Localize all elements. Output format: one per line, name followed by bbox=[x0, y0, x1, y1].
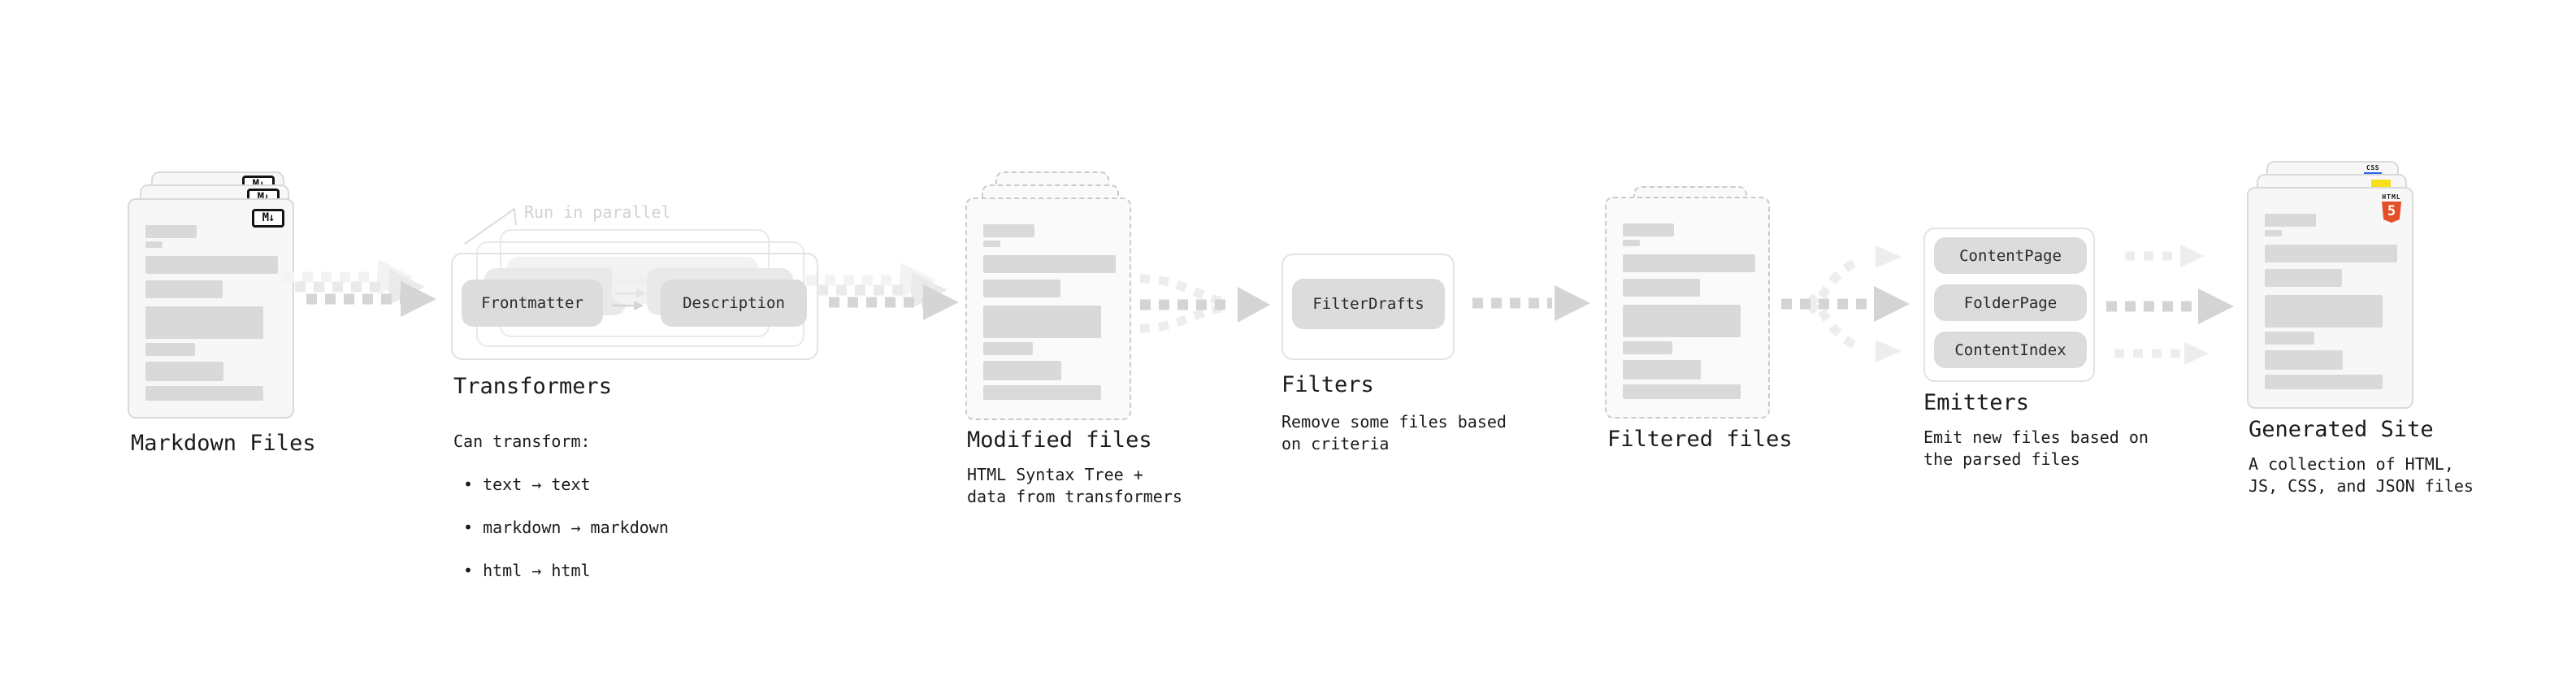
css-badge-icon: CSS bbox=[2363, 165, 2383, 175]
filtered-file-front bbox=[1605, 197, 1770, 419]
generated-file-front: HTML 5 bbox=[2247, 187, 2413, 409]
skeleton-text-bar bbox=[983, 280, 1060, 297]
arrow-emitters-to-generated bbox=[2106, 245, 2234, 365]
skeleton-text-bar bbox=[983, 224, 1034, 237]
html5-logo-icon: HTML 5 bbox=[2380, 193, 2403, 223]
skeleton-text-bar bbox=[2265, 214, 2316, 227]
skeleton-text-bar bbox=[2265, 230, 2282, 236]
skeleton-text-bar bbox=[2265, 350, 2343, 370]
skeleton-text-bar bbox=[2265, 245, 2397, 262]
skeleton-text-bar bbox=[145, 280, 223, 298]
skeleton-text-bar bbox=[983, 306, 1101, 338]
transformers-desc-heading: Can transform: bbox=[453, 431, 591, 451]
html5-logo-label: HTML bbox=[2382, 193, 2401, 201]
modified-file-front bbox=[965, 197, 1131, 420]
transformer-parallel-arrows bbox=[612, 276, 648, 310]
skeleton-text-bar bbox=[1623, 384, 1741, 399]
skeleton-text-bar bbox=[983, 361, 1061, 380]
filtered-files-title: Filtered files bbox=[1607, 427, 1793, 452]
transformer-layer-front bbox=[451, 253, 818, 360]
arrow-markdown-to-transformers bbox=[284, 259, 436, 317]
transformers-bullet: • markdown → markdown bbox=[463, 517, 669, 537]
markdown-icon: M↓ bbox=[252, 209, 284, 228]
skeleton-text-bar bbox=[145, 306, 263, 339]
transformers-title: Transformers bbox=[453, 374, 613, 399]
skeleton-text-bar bbox=[2265, 295, 2383, 327]
skeleton-text-bar bbox=[145, 386, 263, 401]
modified-files-description: HTML Syntax Tree + data from transformer… bbox=[967, 465, 1182, 506]
transformers-description: Can transform: • text → text • markdown … bbox=[453, 409, 669, 603]
arrow-filters-to-filtered bbox=[1472, 285, 1590, 321]
skeleton-text-bar bbox=[983, 255, 1116, 273]
generated-site-description: A collection of HTML, JS, CSS, and JSON … bbox=[2249, 454, 2474, 496]
skeleton-text-bar bbox=[1623, 240, 1640, 246]
css-badge-underline bbox=[2364, 172, 2382, 175]
skeleton-text-bar bbox=[145, 256, 278, 274]
contentpage-pill: ContentPage bbox=[1934, 237, 2087, 274]
description-pill: Description bbox=[661, 280, 807, 327]
skeleton-text-bar bbox=[145, 343, 195, 356]
skeleton-text-bar bbox=[1623, 279, 1700, 297]
transformers-bullet: • text → text bbox=[463, 474, 591, 494]
skeleton-text-bar bbox=[983, 342, 1033, 355]
emitters-title: Emitters bbox=[1923, 390, 2030, 415]
skeleton-text-bar bbox=[1623, 223, 1674, 236]
skeleton-text-bar bbox=[145, 241, 163, 248]
folderpage-pill: FolderPage bbox=[1934, 284, 2087, 321]
run-in-parallel-annotation: Run in parallel bbox=[524, 202, 671, 222]
frontmatter-pill: Frontmatter bbox=[462, 280, 603, 327]
arrow-transformers-to-modified bbox=[806, 262, 959, 320]
filters-description: Remove some files based on criteria bbox=[1281, 412, 1507, 453]
filters-title: Filters bbox=[1281, 372, 1374, 397]
skeleton-text-bar bbox=[1623, 254, 1755, 272]
generated-site-title: Generated Site bbox=[2249, 417, 2434, 442]
filterdrafts-pill: FilterDrafts bbox=[1292, 279, 1445, 329]
markdown-files-title: Markdown Files bbox=[131, 431, 316, 456]
skeleton-text-bar bbox=[1623, 360, 1701, 380]
css-badge-label: CSS bbox=[2366, 164, 2379, 171]
modified-files-title: Modified files bbox=[967, 427, 1152, 453]
skeleton-text-bar bbox=[983, 241, 1000, 247]
skeleton-text-bar bbox=[1623, 341, 1672, 354]
skeleton-text-bar bbox=[145, 225, 197, 238]
skeleton-text-bar bbox=[2265, 332, 2314, 345]
run-in-parallel-leader-line bbox=[464, 207, 517, 245]
arrow-filtered-to-emitters bbox=[1781, 245, 1910, 362]
contentindex-pill: ContentIndex bbox=[1934, 332, 2087, 368]
skeleton-text-bar bbox=[1623, 305, 1741, 337]
skeleton-text-bar bbox=[983, 385, 1101, 400]
emitters-description: Emit new files based on the parsed files bbox=[1923, 427, 2149, 469]
transformers-bullet: • html → html bbox=[463, 560, 591, 580]
skeleton-text-bar bbox=[2265, 375, 2383, 389]
skeleton-text-bar bbox=[145, 362, 223, 381]
arrow-modified-to-filters bbox=[1139, 274, 1270, 333]
skeleton-text-bar bbox=[2265, 269, 2342, 287]
html5-logo-shield: 5 bbox=[2382, 202, 2401, 223]
markdown-file-front: M↓ bbox=[128, 198, 294, 419]
